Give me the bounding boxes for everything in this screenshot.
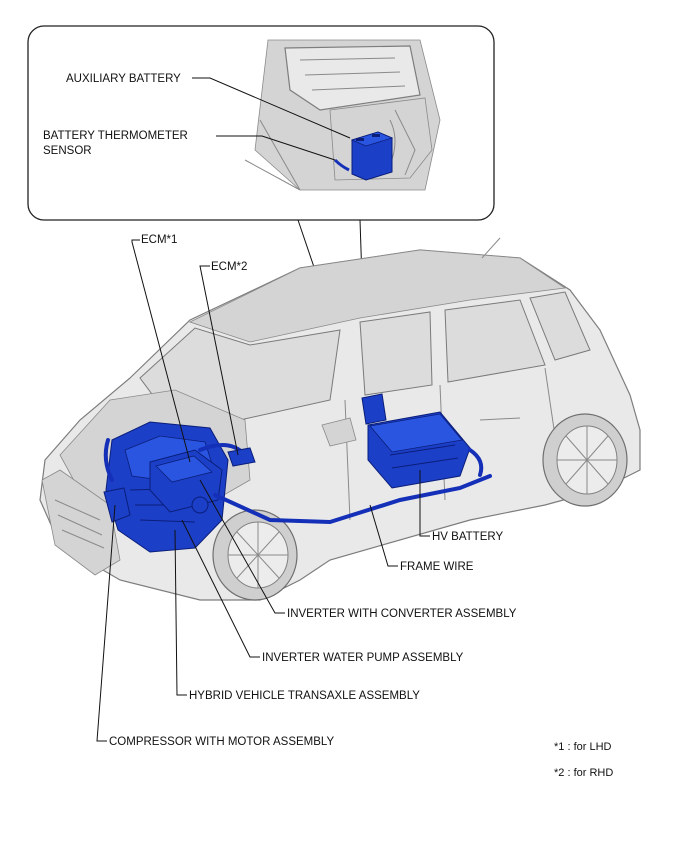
leader-inverter-with-converter xyxy=(199,479,285,614)
leader-inverter-water-pump xyxy=(181,519,260,658)
leader-compressor xyxy=(96,504,116,742)
leader-ecm-lhd xyxy=(131,239,191,463)
label-ecm-lhd: ECM*1 xyxy=(141,234,177,246)
thermometer-sensor-wire xyxy=(333,158,350,172)
label-battery-thermometer-sensor: BATTERY THERMOMETER xyxy=(43,130,188,142)
leader-hv-battery xyxy=(419,470,430,537)
label-hv-battery: HV BATTERY xyxy=(432,531,503,543)
vehicle-illustration xyxy=(39,237,641,601)
label-hybrid-transaxle: HYBRID VEHICLE TRANSAXLE ASSEMBLY xyxy=(189,690,420,702)
leader-frame-wire xyxy=(369,504,398,567)
label-inverter-water-pump: INVERTER WATER PUMP ASSEMBLY xyxy=(262,652,464,664)
label-frame-wire: FRAME WIRE xyxy=(400,561,474,573)
compressor-component xyxy=(103,487,131,523)
leader-ecm-rhd xyxy=(199,265,239,456)
leader-hybrid-transaxle xyxy=(174,529,187,696)
label-inverter-with-converter: INVERTER WITH CONVERTER ASSEMBLY xyxy=(287,608,517,620)
frame-wire-component xyxy=(213,474,492,525)
leader-battery-thermometer-sensor xyxy=(216,135,336,161)
auxiliary-battery-component xyxy=(350,131,394,181)
footnote-rhd: *2 : for RHD xyxy=(554,767,613,779)
hv-battery-component xyxy=(361,393,484,489)
label-auxiliary-battery: AUXILIARY BATTERY xyxy=(66,73,181,85)
inset-detail-box: AUXILIARY BATTERY BATTERY THERMOMETER SE… xyxy=(27,25,495,221)
water-pump-component xyxy=(191,496,209,514)
engine-bay-components xyxy=(103,421,247,553)
label-ecm-rhd: ECM*2 xyxy=(211,261,247,273)
label-battery-thermometer-sensor-line2: SENSOR xyxy=(43,145,92,157)
footnote-lhd: *1 : for LHD xyxy=(554,741,612,753)
leader-auxiliary-battery xyxy=(192,77,351,139)
label-compressor: COMPRESSOR WITH MOTOR ASSEMBLY xyxy=(109,736,334,748)
ecm-rhd-component xyxy=(227,447,256,467)
